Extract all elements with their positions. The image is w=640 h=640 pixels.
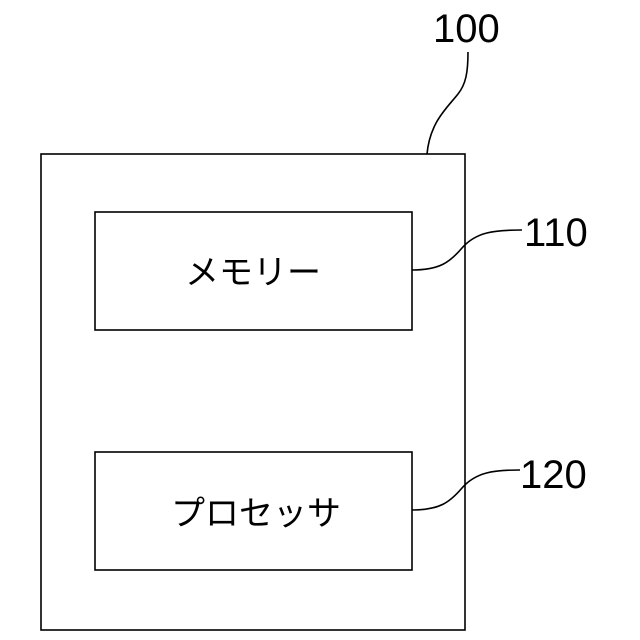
device-leader-line <box>427 52 468 154</box>
memory-ref-label: 110 <box>524 211 588 255</box>
processor-ref-label: 120 <box>520 453 587 497</box>
memory-label: メモリー <box>185 253 321 293</box>
processor-label: プロセッサ <box>171 494 341 534</box>
device-ref-label: 100 <box>433 7 500 51</box>
